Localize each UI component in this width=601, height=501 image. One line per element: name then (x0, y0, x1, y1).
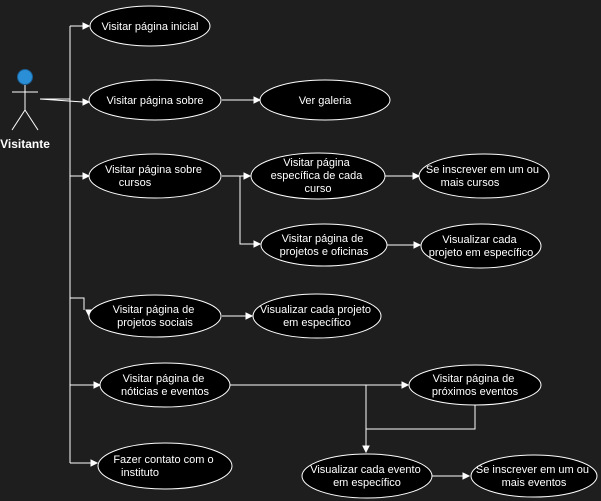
arrowhead (413, 241, 422, 249)
svg-text:Se inscrever em um ou ma: Se inscrever em um ou mais eventos (476, 464, 592, 489)
uc-label: Visualizar cada projeto (260, 304, 371, 316)
uc-noticias-e-eventos[interactable]: Visitar página de nóticias e eventos (99, 362, 231, 408)
uc-label: projetos e oficinas (280, 246, 369, 258)
uc-visitar-pagina-inicial[interactable]: Visitar página inicial (89, 5, 211, 47)
uc-visualizar-projeto[interactable]: Visualizar cada projeto em específico (420, 223, 542, 269)
edges (39, 22, 476, 480)
actor-head (17, 69, 33, 85)
uc-label: Se inscrever em um ou (476, 464, 589, 476)
uc-label: curso (305, 183, 332, 195)
svg-text:Fazer contato com o inst: Fazer contato com o instituto (113, 454, 216, 479)
svg-text:Ver galeria: Ver galeria (299, 95, 352, 107)
svg-text:Visitar página sobre: Visitar página sobre (106, 95, 203, 107)
svg-text:Visitar página de projet: Visitar página de projetos sociais (113, 304, 198, 329)
arrowhead (93, 381, 102, 389)
arrowhead (82, 172, 91, 180)
uc-label: Visitar página de (433, 373, 515, 385)
svg-text:Se inscrever em um ou ma: Se inscrever em um ou mais cursos (426, 164, 542, 189)
uc-label: em específico (333, 477, 401, 489)
uc-ver-galeria[interactable]: Ver galeria (259, 79, 391, 121)
uc-label: Visitar página de (123, 373, 205, 385)
uc-label: próximos eventos (432, 386, 519, 398)
svg-text:Visitar página de próxim: Visitar página de próximos eventos (432, 373, 519, 398)
uc-label: Visitar página de (282, 233, 364, 245)
arrowhead (253, 96, 262, 104)
uc-visitar-pagina-sobre-cursos[interactable]: Visitar página sobre cursos (88, 153, 222, 199)
actor-label: Visitante (0, 137, 50, 151)
arrowhead (412, 172, 421, 180)
svg-text:Visitar página inicial: Visitar página inicial (101, 21, 198, 33)
arrowhead (362, 445, 370, 454)
svg-text:Visitar página sobre cur: Visitar página sobre cursos (105, 164, 205, 189)
uc-label: Se inscrever em um ou (426, 164, 539, 176)
arrowhead (401, 381, 410, 389)
svg-text:Visitar página de nótici: Visitar página de nóticias e eventos (121, 373, 210, 398)
uc-label: nóticias e eventos (121, 386, 210, 398)
svg-text:Visualizar cada projeto: Visualizar cada projeto em específico (260, 304, 374, 329)
uc-pagina-especifica-curso[interactable]: Visitar página específica de cada curso (250, 152, 386, 200)
uc-label: específica de cada (271, 170, 364, 182)
arrowhead (245, 312, 254, 320)
edge-to-social-projects (70, 297, 85, 310)
uc-label: Ver galeria (299, 95, 352, 107)
uc-label: Visitar página (283, 157, 350, 169)
uc-label: em específico (283, 317, 351, 329)
uc-label: cursos (119, 177, 152, 189)
uc-label: Visualizar cada evento (310, 464, 420, 476)
svg-text:Visitar página de projet: Visitar página de projetos e oficinas (280, 233, 369, 258)
uc-visitar-pagina-sobre[interactable]: Visitar página sobre (88, 79, 222, 121)
uc-inscrever-eventos[interactable]: Se inscrever em um ou mais eventos (470, 454, 598, 498)
edge-upcoming-view-event (366, 403, 476, 430)
uc-label: Fazer contato com o (113, 454, 213, 466)
arrowhead (90, 459, 99, 467)
arrowhead (243, 172, 252, 180)
uc-label: Visitar página sobre (105, 164, 202, 176)
uc-proximos-eventos[interactable]: Visitar página de próximos eventos (408, 364, 542, 406)
arrowhead (82, 22, 91, 30)
uc-label: Visitar página de (113, 304, 195, 316)
uc-label: mais eventos (502, 477, 567, 489)
uc-label: instituto (121, 467, 159, 479)
edge-to-about (39, 98, 84, 103)
edge-courses-projects (239, 176, 254, 245)
actor-body (11, 85, 39, 131)
uc-visualizar-evento[interactable]: Visualizar cada evento em específico (301, 453, 433, 499)
uc-label: Visitar página inicial (101, 21, 198, 33)
uc-inscrever-cursos[interactable]: Se inscrever em um ou mais cursos (418, 153, 550, 199)
uc-fazer-contato[interactable]: Fazer contato com o instituto (97, 442, 233, 490)
arrowhead (253, 240, 262, 248)
uc-label: mais cursos (441, 177, 500, 189)
svg-text:Visualizar cada projeto: Visualizar cada projeto em específico (429, 234, 534, 259)
uc-visualizar-projeto-social[interactable]: Visualizar cada projeto em específico (252, 293, 382, 339)
uc-projetos-e-oficinas[interactable]: Visitar página de projetos e oficinas (260, 223, 388, 267)
uc-label: projeto em específico (429, 247, 534, 259)
uc-projetos-sociais[interactable]: Visitar página de projetos sociais (88, 294, 222, 338)
actor-visitante[interactable]: Visitante (0, 69, 50, 152)
arrowhead (82, 98, 91, 106)
svg-text:Visualizar cada evento e: Visualizar cada evento em específico (310, 464, 424, 489)
svg-text:Visitar página específic: Visitar página específica de cada curso (271, 157, 366, 195)
uc-label: projetos sociais (117, 317, 193, 329)
arrowhead (462, 472, 471, 480)
uc-label: Visitar página sobre (106, 95, 203, 107)
uc-label: Visualizar cada (442, 234, 517, 246)
